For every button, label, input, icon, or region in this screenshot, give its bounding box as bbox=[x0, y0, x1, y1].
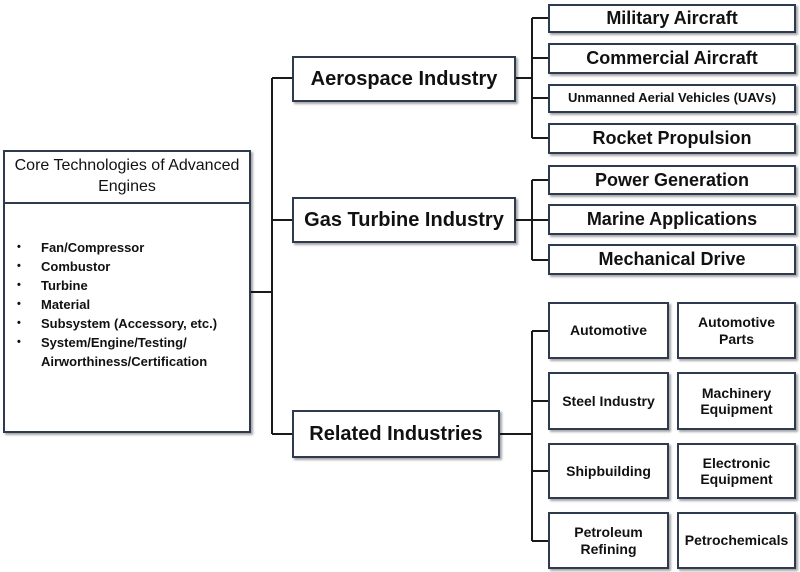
aerospace-industry-box: Aerospace Industry bbox=[292, 56, 516, 102]
core-item-turbine: Turbine bbox=[17, 276, 243, 295]
core-item-system-engine: System/Engine/Testing/ Airworthiness/Cer… bbox=[17, 333, 243, 371]
mechanical-drive-box: Mechanical Drive bbox=[548, 244, 796, 275]
steel-industry-box: Steel Industry bbox=[548, 372, 669, 430]
core-title: Core Technologies of Advanced Engines bbox=[5, 152, 249, 204]
core-item-fan-compressor: Fan/Compressor bbox=[17, 238, 243, 257]
automotive-box: Automotive bbox=[548, 302, 669, 359]
petroleum-refining-box: Petroleum Refining bbox=[548, 512, 669, 569]
machinery-equipment-box: Machinery Equipment bbox=[677, 372, 796, 430]
related-industries-box: Related Industries bbox=[292, 410, 500, 458]
core-item-combustor: Combustor bbox=[17, 257, 243, 276]
core-technologies-box: Core Technologies of Advanced Engines Fa… bbox=[3, 150, 251, 433]
rocket-propulsion-box: Rocket Propulsion bbox=[548, 123, 796, 154]
automotive-parts-box: Automotive Parts bbox=[677, 302, 796, 359]
military-aircraft-box: Military Aircraft bbox=[548, 4, 796, 33]
commercial-aircraft-box: Commercial Aircraft bbox=[548, 43, 796, 74]
gas-turbine-industry-box: Gas Turbine Industry bbox=[292, 197, 516, 243]
shipbuilding-box: Shipbuilding bbox=[548, 443, 669, 499]
power-generation-box: Power Generation bbox=[548, 165, 796, 195]
marine-applications-box: Marine Applications bbox=[548, 204, 796, 235]
core-items-list: Fan/Compressor Combustor Turbine Materia… bbox=[5, 204, 249, 371]
petrochemicals-box: Petrochemicals bbox=[677, 512, 796, 569]
core-item-subsystem: Subsystem (Accessory, etc.) bbox=[17, 314, 243, 333]
core-item-material: Material bbox=[17, 295, 243, 314]
uav-box: Unmanned Aerial Vehicles (UAVs) bbox=[548, 84, 796, 113]
electronic-equipment-box: Electronic Equipment bbox=[677, 443, 796, 499]
